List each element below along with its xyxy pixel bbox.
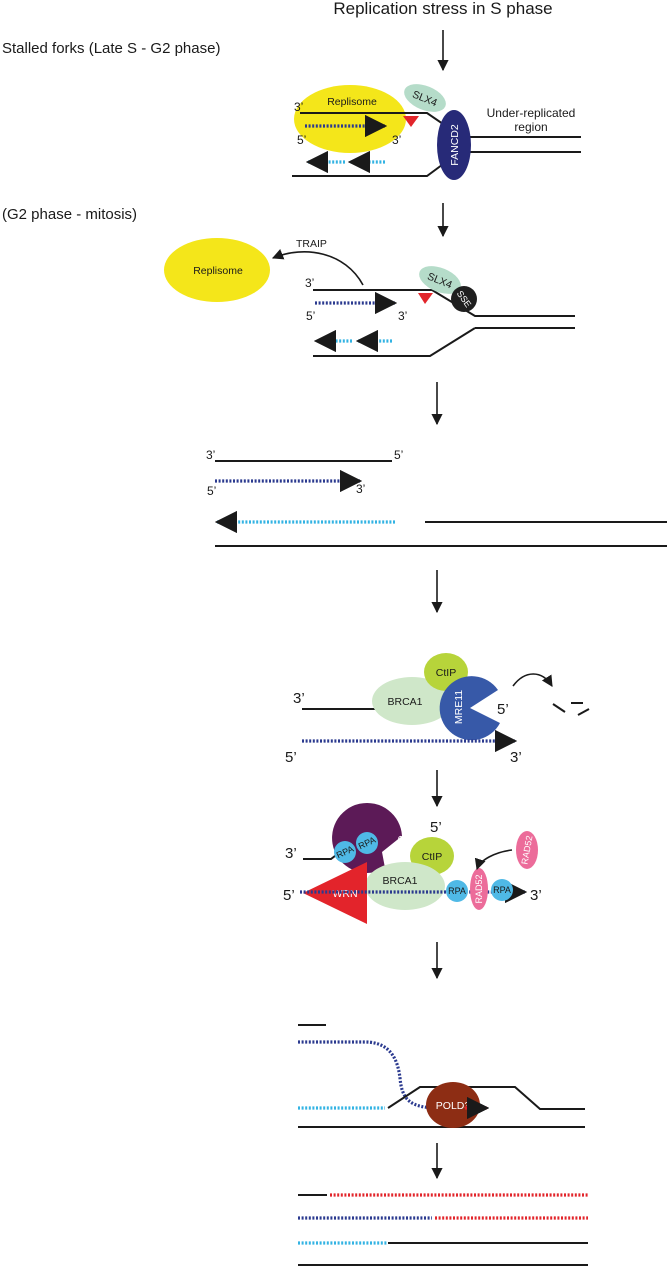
end-label-3prime-4: 3’ (293, 690, 305, 707)
traip-arrow (271, 249, 364, 286)
panel-completed (298, 1193, 588, 1266)
panel-pold3-synthesis: POLD3 (298, 1024, 585, 1128)
slx4-protein-2 (419, 266, 461, 294)
end-label-5prime-left: 5’ (297, 133, 306, 147)
end-label-5prime-3: 5’ (394, 448, 403, 462)
rpa-protein-2 (356, 832, 378, 854)
d-loop-strand (387, 1086, 585, 1110)
brca1-label: BRCA1 (387, 696, 422, 708)
end-label-3prime-3b: 3’ (356, 482, 365, 496)
excised-fragment-3 (577, 708, 590, 716)
panel-traip-sse: Replisome TRAIP SLX4 SSE 3’ 5’ 3’ (164, 238, 575, 357)
panel-mre11-resection: BRCA1 CtIP MRE11 3’ 5’ 5’ 3’ (285, 653, 590, 766)
panel-dna2-wrn-rad52: DNA2 RPA RPA CtIP BRCA1 WRN RPA RAD52 RP… (283, 802, 542, 924)
end-label-3prime-right: 3’ (392, 133, 401, 147)
end-label-5prime-5b: 5’ (283, 887, 295, 904)
rpa-protein-1 (334, 841, 356, 863)
slx4-protein (404, 84, 446, 112)
rad52-protein-bound (470, 868, 488, 910)
diagram-title: Replication stress in S phase (333, 0, 552, 18)
end-label-5prime-4: 5’ (497, 701, 509, 718)
excised-fragment-1 (552, 703, 566, 713)
parental-strand-bottom-2 (313, 327, 476, 357)
end-label-5prime-3b: 5’ (207, 484, 216, 498)
end-label-3prime-top: 3’ (294, 100, 303, 114)
rad52-loading-arrow (474, 849, 513, 871)
wrn-protein (303, 862, 367, 924)
sse-nuclease (451, 286, 477, 312)
end-label-5prime-left-2: 5’ (306, 309, 315, 323)
lesion-marker (403, 116, 419, 127)
replisome-released-label: Replisome (193, 265, 243, 277)
brca1-protein (372, 677, 452, 725)
lesion-marker-2 (418, 293, 433, 304)
traip-label: TRAIP (296, 238, 327, 250)
wrn-label: WRN (332, 888, 357, 900)
end-label-5prime-4b: 5’ (285, 749, 297, 766)
rad52-label-bound: RAD52 (474, 874, 484, 903)
under-replicated-label-line1: Under-replicated (487, 106, 576, 120)
replisome-label: Replisome (327, 96, 377, 108)
end-label-3prime-top-2: 3’ (305, 276, 314, 290)
rpa-label-4: RPA (493, 885, 511, 895)
end-label-5prime-5: 5’ (430, 819, 442, 836)
stage-label-g2-mitosis: (G2 phase - mitosis) (2, 206, 137, 223)
rad52-protein-free (516, 831, 538, 869)
ctip-label: CtIP (436, 667, 456, 679)
end-label-3prime-3: 3’ (206, 448, 215, 462)
replisome-released (164, 238, 270, 302)
end-label-3prime-5b: 3’ (530, 887, 542, 904)
rpa-protein-4 (491, 879, 513, 901)
pold3-label: POLD3 (436, 1100, 471, 1112)
end-label-3prime-5: 3’ (285, 845, 297, 862)
panel-broken-fork: 3’ 5’ 5’ 3’ (206, 448, 667, 547)
under-replicated-label-line2: region (514, 120, 547, 134)
brca1-protein-2 (365, 862, 445, 910)
fancd2-label: FANCD2 (449, 124, 461, 166)
rpa-label-3: RPA (448, 886, 466, 896)
end-label-3prime-right-2: 3’ (398, 309, 407, 323)
pold3-protein (426, 1082, 480, 1128)
rad52-label-free: RAD52 (520, 835, 535, 865)
invading-strand (298, 1040, 441, 1110)
mre11-label: MRE11 (453, 690, 465, 724)
panel-stalled-fork: Replisome SLX4 FANCD2 Under-replicated r… (292, 84, 581, 180)
fancd2-protein (437, 110, 471, 180)
end-label-3prime-4b: 3’ (510, 749, 522, 766)
stage-label-stalled-forks: Stalled forks (Late S - G2 phase) (2, 40, 220, 57)
rpa-protein-3 (446, 880, 468, 902)
mre11-protein (439, 676, 500, 741)
brca1-label-2: BRCA1 (382, 875, 417, 887)
ctip-label-2: CtIP (422, 851, 442, 863)
excision-arrow (512, 673, 553, 687)
